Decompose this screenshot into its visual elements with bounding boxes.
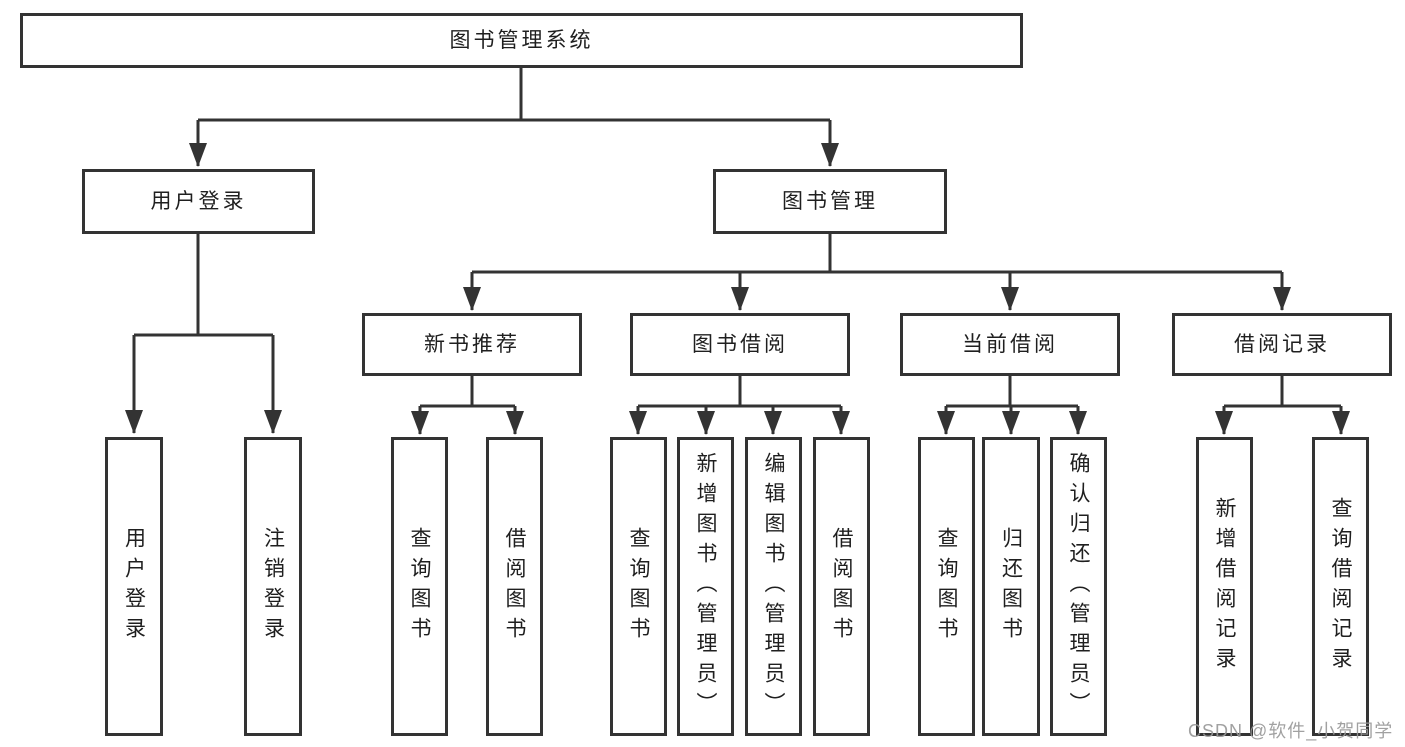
node-current-borrowing: 当前借阅 (900, 313, 1120, 376)
leaf-query-borrow-record: 查询借阅记录 (1312, 437, 1369, 736)
node-book-borrowing: 图书借阅 (630, 313, 850, 376)
leaf-add-borrow-record: 新增借阅记录 (1196, 437, 1253, 736)
csdn-watermark: CSDN @软件_小贺同学 (1188, 721, 1394, 741)
leaf-label: 注销登录 (261, 526, 285, 647)
leaf-label: 借阅图书 (830, 526, 853, 647)
node-label: 当前借阅 (962, 333, 1058, 356)
connector-root-to-level1 (189, 68, 839, 167)
node-label: 图书管理 (782, 190, 878, 213)
leaf-add-book-admin: 新增图书（管理员） (677, 437, 734, 736)
connector-borrow-record-children (1215, 376, 1350, 435)
node-label: 借阅记录 (1234, 333, 1330, 356)
connector-current-borrow-children (937, 376, 1087, 435)
leaf-label: 确认归还（管理员） (1067, 451, 1090, 722)
leaf-label: 查询图书 (935, 526, 958, 647)
leaf-logout: 注销登录 (244, 437, 302, 736)
leaf-return-book: 归还图书 (982, 437, 1040, 736)
connector-book-borrow-children (629, 376, 850, 435)
node-label: 图书借阅 (692, 333, 788, 356)
leaf-query-books-current: 查询图书 (918, 437, 975, 736)
leaf-label: 查询图书 (627, 526, 650, 647)
node-library-management-system: 图书管理系统 (20, 13, 1023, 68)
node-borrowing-records: 借阅记录 (1172, 313, 1392, 376)
leaf-label: 新增图书（管理员） (694, 451, 717, 722)
leaf-label: 新增借阅记录 (1213, 496, 1236, 677)
leaf-label: 编辑图书（管理员） (762, 451, 785, 722)
leaf-edit-book-admin: 编辑图书（管理员） (745, 437, 802, 736)
node-label: 新书推荐 (424, 333, 520, 356)
leaf-label: 查询借阅记录 (1329, 496, 1352, 677)
leaf-query-books-recommend: 查询图书 (391, 437, 448, 736)
connector-new-book-children (411, 376, 524, 435)
leaf-query-books-borrow: 查询图书 (610, 437, 667, 736)
node-user-login: 用户登录 (82, 169, 315, 234)
leaf-label: 查询图书 (408, 526, 431, 647)
node-new-book-recommendation: 新书推荐 (362, 313, 582, 376)
leaf-borrow-books: 借阅图书 (813, 437, 870, 736)
leaf-borrow-books-recommend: 借阅图书 (486, 437, 543, 736)
leaf-user-login: 用户登录 (105, 437, 163, 736)
leaf-label: 归还图书 (999, 526, 1023, 647)
connector-user-login-children (125, 234, 282, 434)
connector-book-management-children (463, 234, 1291, 311)
node-label: 用户登录 (150, 190, 247, 213)
node-book-management: 图书管理 (713, 169, 947, 234)
node-label: 图书管理系统 (449, 29, 594, 52)
leaf-confirm-return-admin: 确认归还（管理员） (1050, 437, 1107, 736)
leaf-label: 借阅图书 (503, 526, 526, 647)
leaf-label: 用户登录 (122, 526, 146, 647)
